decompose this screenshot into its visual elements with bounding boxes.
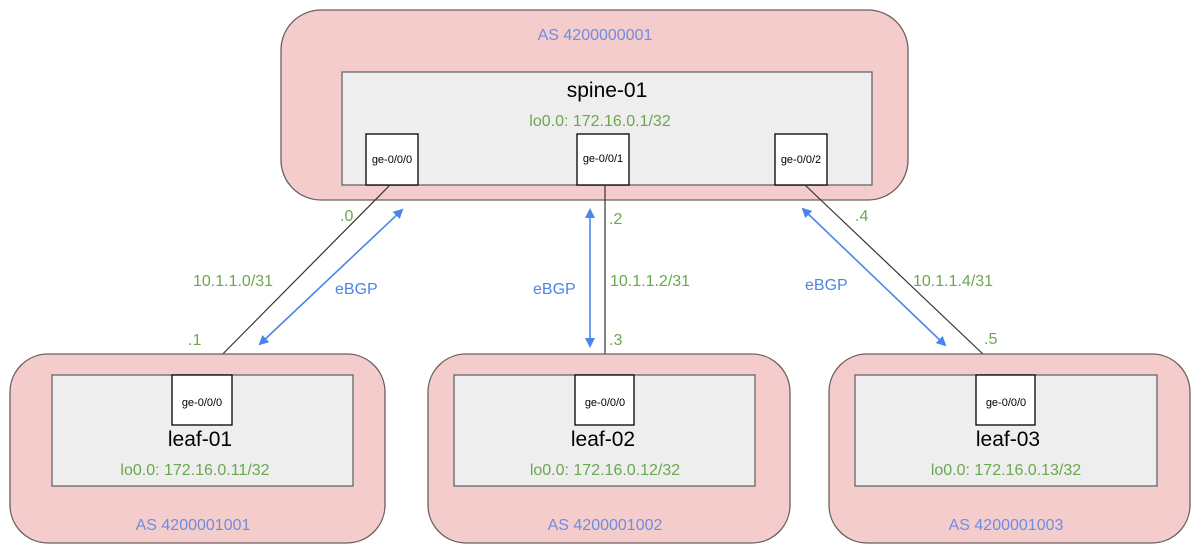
spine-port-label: ge-0/0/2 [781, 154, 821, 166]
link-2-spine-ip: .2 [609, 211, 622, 228]
leaf-01-as-label: AS 4200001001 [136, 517, 251, 534]
leaf-02-loopback-label: lo0.0: 172.16.0.12/32 [530, 462, 680, 479]
link-2-session-label: eBGP [533, 281, 576, 298]
leaf-01-as-group: ge-0/0/0 leaf-01 lo0.0: 172.16.0.11/32 A… [9, 353, 386, 544]
link-1-leaf-ip: .1 [188, 332, 201, 349]
link-3-leaf-ip: .5 [984, 331, 997, 348]
spine-port-ge-0-0-0[interactable] [365, 133, 419, 186]
leaf-01-port-ge-0-0-0[interactable] [171, 374, 233, 426]
leaf-02-device-name: leaf-02 [571, 428, 635, 451]
spine-as-group: AS 4200000001 spine-01 lo0.0: 172.16.0.1… [280, 9, 909, 201]
spine-port-ge-0-0-1[interactable] [576, 133, 630, 186]
leaf-port-label: ge-0/0/0 [986, 397, 1026, 409]
leaf-02-port-ge-0-0-0[interactable] [574, 374, 635, 426]
leaf-03-as-group: ge-0/0/0 leaf-03 lo0.0: 172.16.0.13/32 A… [828, 353, 1191, 544]
spine-port-label: ge-0/0/1 [583, 153, 623, 165]
leaf-02-as-label: AS 4200001002 [548, 517, 663, 534]
link-3-spine-ip: .4 [855, 208, 868, 225]
link-3-session-label: eBGP [805, 277, 848, 294]
leaf-02-as-group: ge-0/0/0 leaf-02 lo0.0: 172.16.0.12/32 A… [427, 353, 791, 544]
spine-port-ge-0-0-2[interactable] [774, 133, 828, 186]
leaf-03-loopback-label: lo0.0: 172.16.0.13/32 [931, 462, 1081, 479]
leaf-port-label: ge-0/0/0 [585, 397, 625, 409]
spine-port-label: ge-0/0/0 [372, 154, 412, 166]
leaf-01-loopback-label: lo0.0: 172.16.0.11/32 [120, 462, 269, 479]
link-3-subnet: 10.1.1.4/31 [913, 273, 993, 290]
leaf-01-device-name: leaf-01 [168, 428, 232, 451]
leaf-03-device-name: leaf-03 [976, 428, 1040, 451]
link-2-leaf-ip: .3 [609, 332, 622, 349]
spine-device-name: spine-01 [567, 79, 648, 102]
link-1-spine-ip: .0 [340, 208, 353, 225]
link-1-session-label: eBGP [335, 281, 378, 298]
bgp-session-arrow-leaf-03 [801, 207, 947, 347]
bgp-session-arrow-leaf-01 [258, 208, 404, 346]
spine-loopback-label: lo0.0: 172.16.0.1/32 [529, 113, 671, 130]
link-1-subnet: 10.1.1.0/31 [193, 273, 273, 290]
link-2-subnet: 10.1.1.2/31 [610, 273, 690, 290]
leaf-03-port-ge-0-0-0[interactable] [975, 374, 1036, 426]
leaf-03-as-label: AS 4200001003 [949, 517, 1064, 534]
leaf-port-label: ge-0/0/0 [182, 397, 222, 409]
spine-as-label: AS 4200000001 [538, 27, 653, 44]
